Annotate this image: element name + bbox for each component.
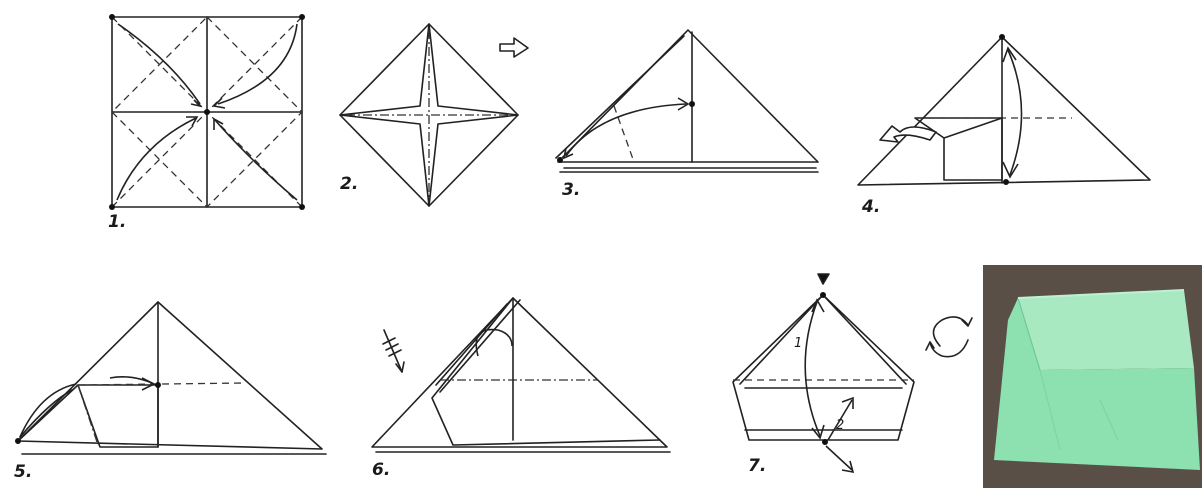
fold-arrow-icon [880,126,936,142]
step-2-label: 2. [340,174,358,194]
step-7-diagram [733,274,972,472]
step-1-label: 1. [108,212,126,232]
step-6-diagram [372,298,670,452]
push-in-arrow-icon [818,274,829,284]
step-2-diagram [340,24,528,206]
step-7-sub-1: 1 [794,336,802,351]
step-5-diagram [15,302,326,454]
step-5-label: 5. [14,462,32,482]
step-7-sub-2: 2 [836,418,844,433]
step-3-diagram [556,30,818,172]
step-6-label: 6. [372,460,390,480]
turn-over-arrow-icon [500,38,528,57]
step-4-label: 4. [862,197,880,217]
step-3-label: 3. [562,180,580,200]
step-7-label: 7. [748,456,766,476]
finished-box-photo [983,265,1202,488]
step-4-diagram [858,34,1150,185]
step-1-diagram [109,14,305,210]
